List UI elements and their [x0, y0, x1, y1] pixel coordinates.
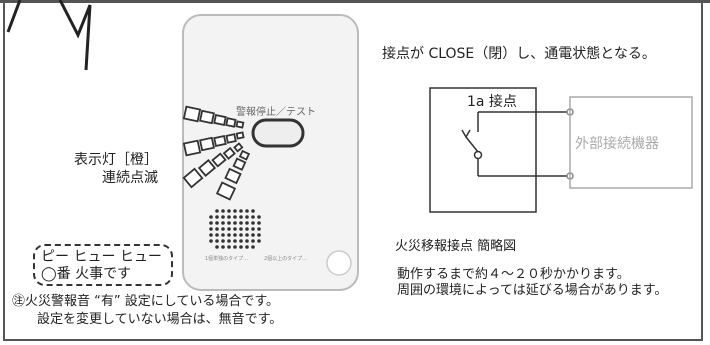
grille-dot [245, 245, 249, 249]
light-rays-icon [182, 105, 251, 201]
grille-dot [227, 221, 231, 225]
sound-bubble: ピー ヒュー ヒュー ◯番 火事です [33, 244, 173, 286]
grille-dot [239, 245, 243, 249]
outer-frame [3, 2, 703, 341]
grille-dot [251, 215, 255, 219]
note-line1: ㊟火災警報音 “有” 設定にしている場合です。 [12, 294, 280, 309]
grille-dot [221, 227, 225, 231]
lamp-label-line2: 連続点滅 [102, 170, 158, 186]
grille-dot [215, 215, 219, 219]
grille-dot [233, 209, 237, 213]
lamp-label-line1: 表示灯［橙］ [74, 152, 158, 168]
timing-line2: 周囲の環境によっては延びる場合があります。 [397, 283, 668, 298]
grille-dot [239, 215, 243, 219]
grille-dot [239, 221, 243, 225]
grille-dot [257, 227, 261, 231]
grille-dot [215, 239, 219, 243]
speaker-grille [209, 209, 261, 249]
grille-dot [227, 245, 231, 249]
grille-dot [257, 221, 261, 225]
grille-dot [257, 215, 261, 219]
grille-dot [233, 233, 237, 237]
grille-dot [227, 215, 231, 219]
grille-dot [251, 209, 255, 213]
contact-box [429, 87, 537, 213]
grille-dot [257, 233, 261, 237]
device-box [569, 96, 693, 189]
grille-dot [227, 209, 231, 213]
grille-dot [239, 227, 243, 231]
grille-dot [239, 209, 243, 213]
grille-dot [239, 233, 243, 237]
grille-dot [233, 245, 237, 249]
grille-dot [251, 221, 255, 225]
grille-dot [227, 239, 231, 243]
grille-dot [227, 233, 231, 237]
diagram-caption: 火災移報接点 簡略図 [395, 239, 517, 254]
device-label: 外部接続機器 [575, 136, 659, 152]
grille-dot [245, 227, 249, 231]
grille-dot [209, 239, 213, 243]
round-button [326, 250, 352, 276]
grille-dot [233, 215, 237, 219]
note-line2: 設定を変更していない場合は、無音です。 [37, 312, 283, 327]
small-print-right: 2個以上のタイプ… [264, 256, 308, 262]
grille-dot [257, 239, 261, 243]
grille-dot [215, 227, 219, 231]
grille-dot [245, 215, 249, 219]
grille-dot [221, 245, 225, 249]
timing-line1: 動作するまで約４～２０秒かかります。 [397, 267, 630, 282]
grille-dot [221, 215, 225, 219]
grille-dot [215, 233, 219, 237]
grille-dot [227, 227, 231, 231]
grille-dot [215, 245, 219, 249]
grille-dot [209, 233, 213, 237]
grille-dot [245, 233, 249, 237]
alarm-body [182, 14, 359, 291]
grille-dot [251, 239, 255, 243]
grille-dot [233, 227, 237, 231]
small-print-left: 1個単独のタイプ… [205, 256, 249, 262]
sound-bubble-line2: ◯番 火事です [41, 266, 132, 282]
grille-dot [209, 227, 213, 231]
grille-dot [221, 233, 225, 237]
lamp-label: 表示灯［橙］ 連続点滅 [74, 151, 158, 187]
grille-dot [233, 221, 237, 225]
grille-dot [251, 227, 255, 231]
grille-dot [251, 245, 255, 249]
diagram-heading: 接点が CLOSE（閉）し、通電状態となる。 [382, 46, 656, 62]
test-button [251, 118, 305, 148]
grille-dot [251, 233, 255, 237]
grille-dot [215, 209, 219, 213]
note: ㊟火災警報音 “有” 設定にしている場合です。 設定を変更していない場合は、無音… [12, 293, 282, 329]
grille-dot [245, 239, 249, 243]
grille-dot [221, 209, 225, 213]
top-border [0, 0, 710, 3]
grille-dot [221, 221, 225, 225]
lightning-icon [6, 0, 92, 71]
sound-bubble-line1: ピー ヒュー ヒュー [41, 249, 162, 265]
grille-dot [233, 239, 237, 243]
grille-dot [245, 221, 249, 225]
grille-dot [215, 221, 219, 225]
grille-dot [209, 221, 213, 225]
contact-label: 1a 接点 [467, 94, 517, 110]
test-button-label: 警報停止／テスト [236, 107, 316, 118]
grille-dot [245, 209, 249, 213]
timing-note: 動作するまで約４～２０秒かかります。 周囲の環境によっては延びる場合があります。 [397, 267, 667, 299]
grille-dot [209, 215, 213, 219]
grille-dot [239, 239, 243, 243]
grille-dot [221, 239, 225, 243]
wiring-diagram [429, 87, 693, 213]
